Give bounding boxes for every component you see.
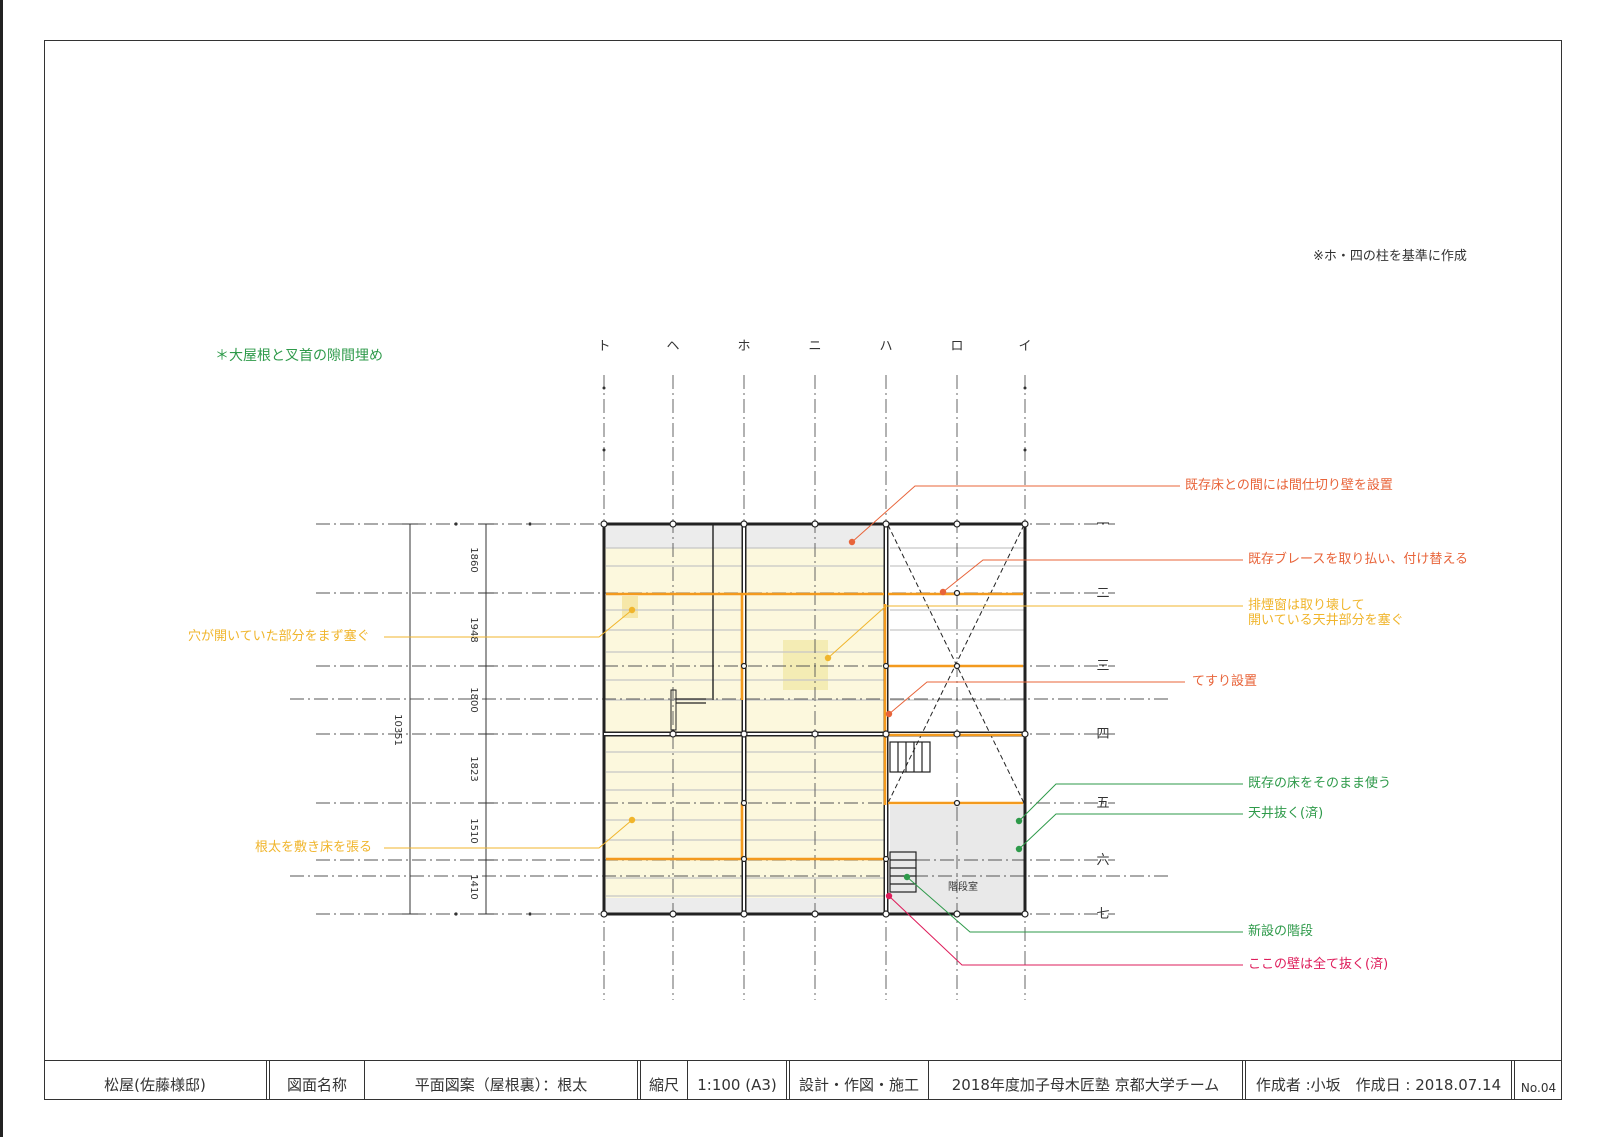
title-design-label: 設計・作図・施工 xyxy=(790,1061,929,1100)
column-labels: ト ヘ ホ ニ ハ ロ イ xyxy=(597,339,1031,354)
column-label-ho: ホ xyxy=(737,339,750,354)
row-label-2: 二 xyxy=(1096,586,1109,601)
title-scale: 1:100 (A3) xyxy=(688,1061,790,1100)
reference-note: ※ホ・四の柱を基準に作成 xyxy=(1313,249,1467,264)
sheet-left-edge xyxy=(0,0,3,1137)
title-sheet-no: No.04 xyxy=(1520,1080,1557,1095)
hole-patch xyxy=(622,596,638,618)
title-team: 2018年度加子母木匠塾 京都大学チーム xyxy=(929,1061,1246,1100)
column-label-he: ヘ xyxy=(666,339,679,354)
leader-lines xyxy=(384,485,1243,966)
room-label-stair: 階段室 xyxy=(948,880,978,893)
dim-1860: 1860 xyxy=(468,547,479,572)
row-label-3: 三 xyxy=(1096,659,1109,674)
annotation-partition-wall: 既存床との間には間仕切り壁を設置 xyxy=(1185,478,1393,493)
row-label-7: 七 xyxy=(1096,907,1109,922)
annotation-existing-floor: 既存の床をそのまま使う xyxy=(1248,776,1392,791)
row-label-5: 五 xyxy=(1096,796,1109,811)
annotation-handrail: てすり設置 xyxy=(1192,674,1258,689)
drawing-sheet-frame xyxy=(44,40,1562,1100)
annotation-new-stairs: 新設の階段 xyxy=(1248,924,1314,939)
annotation-brace-replace: 既存ブレースを取り払い、付け替える xyxy=(1248,552,1468,567)
row-labels: 一 二 三 四 五 六 七 xyxy=(1096,517,1109,922)
dimension-dots xyxy=(454,522,532,916)
column-label-ha: ハ xyxy=(879,339,892,354)
floor-plan-drawing: ト ヘ ホ ニ ハ ロ イ 一 二 三 四 五 六 七 1860 1948 18… xyxy=(290,339,1243,1000)
title-drawing-name-label: 図面名称 xyxy=(270,1061,365,1100)
column-label-ni: ニ xyxy=(808,339,821,354)
dimension-texts: 1860 1948 1800 1823 1510 1410 10351 xyxy=(392,547,479,899)
annotation-smoke-opening-2: 開いている天井部分を塞ぐ xyxy=(1248,613,1404,628)
dim-1823: 1823 xyxy=(468,756,479,781)
column-label-i: イ xyxy=(1018,339,1031,354)
row-label-6: 六 xyxy=(1096,853,1109,868)
column-label-to: ト xyxy=(597,339,610,354)
dim-1410: 1410 xyxy=(468,874,479,899)
post-small xyxy=(670,689,677,731)
dim-1800: 1800 xyxy=(468,687,479,712)
ceiling-opening-patch xyxy=(783,640,828,690)
annotation-wall-removed: ここの壁は全て抜く(済) xyxy=(1248,957,1389,972)
title-block: 松屋(佐藤様邸) 図面名称 平面図案（屋根裏）：根太 縮尺 1:100 (A3)… xyxy=(44,1060,1562,1100)
title-author-date: 作成者 :小坂 作成日 : 2018.07.14 xyxy=(1246,1061,1515,1100)
new-stairs-drawing xyxy=(889,851,917,893)
row-label-4: 四 xyxy=(1096,727,1109,742)
annotation-smoke-opening-1: 排煙窗は取り壊して xyxy=(1248,598,1365,613)
section-note: ＊大屋根と叉首の隙間埋め xyxy=(215,348,383,364)
existing-stairs xyxy=(889,741,931,773)
title-project: 松屋(佐藤様邸) xyxy=(44,1061,270,1100)
annotation-joist-floor: 根太を敷き床を張る xyxy=(255,840,373,855)
dim-1510: 1510 xyxy=(468,818,479,843)
stairs xyxy=(889,741,931,893)
floor-fills xyxy=(605,525,1026,915)
dimension-lines xyxy=(402,523,494,915)
annotation-hole-cover: 穴が開いていた部分をまず塞ぐ xyxy=(188,629,370,644)
column-label-ro: ロ xyxy=(950,339,963,354)
column-posts xyxy=(600,520,1029,918)
dim-1948: 1948 xyxy=(468,617,479,642)
row-label-1: 一 xyxy=(1096,517,1109,532)
title-scale-label: 縮尺 xyxy=(641,1061,688,1100)
leader-dots xyxy=(628,538,1023,900)
annotation-ceiling-removed: 天井抜く(済) xyxy=(1248,806,1324,821)
grid-axis-end-dots xyxy=(602,386,1027,452)
dim-total: 10351 xyxy=(392,714,403,746)
title-drawing-name: 平面図案（屋根裏）：根太 xyxy=(365,1061,641,1100)
